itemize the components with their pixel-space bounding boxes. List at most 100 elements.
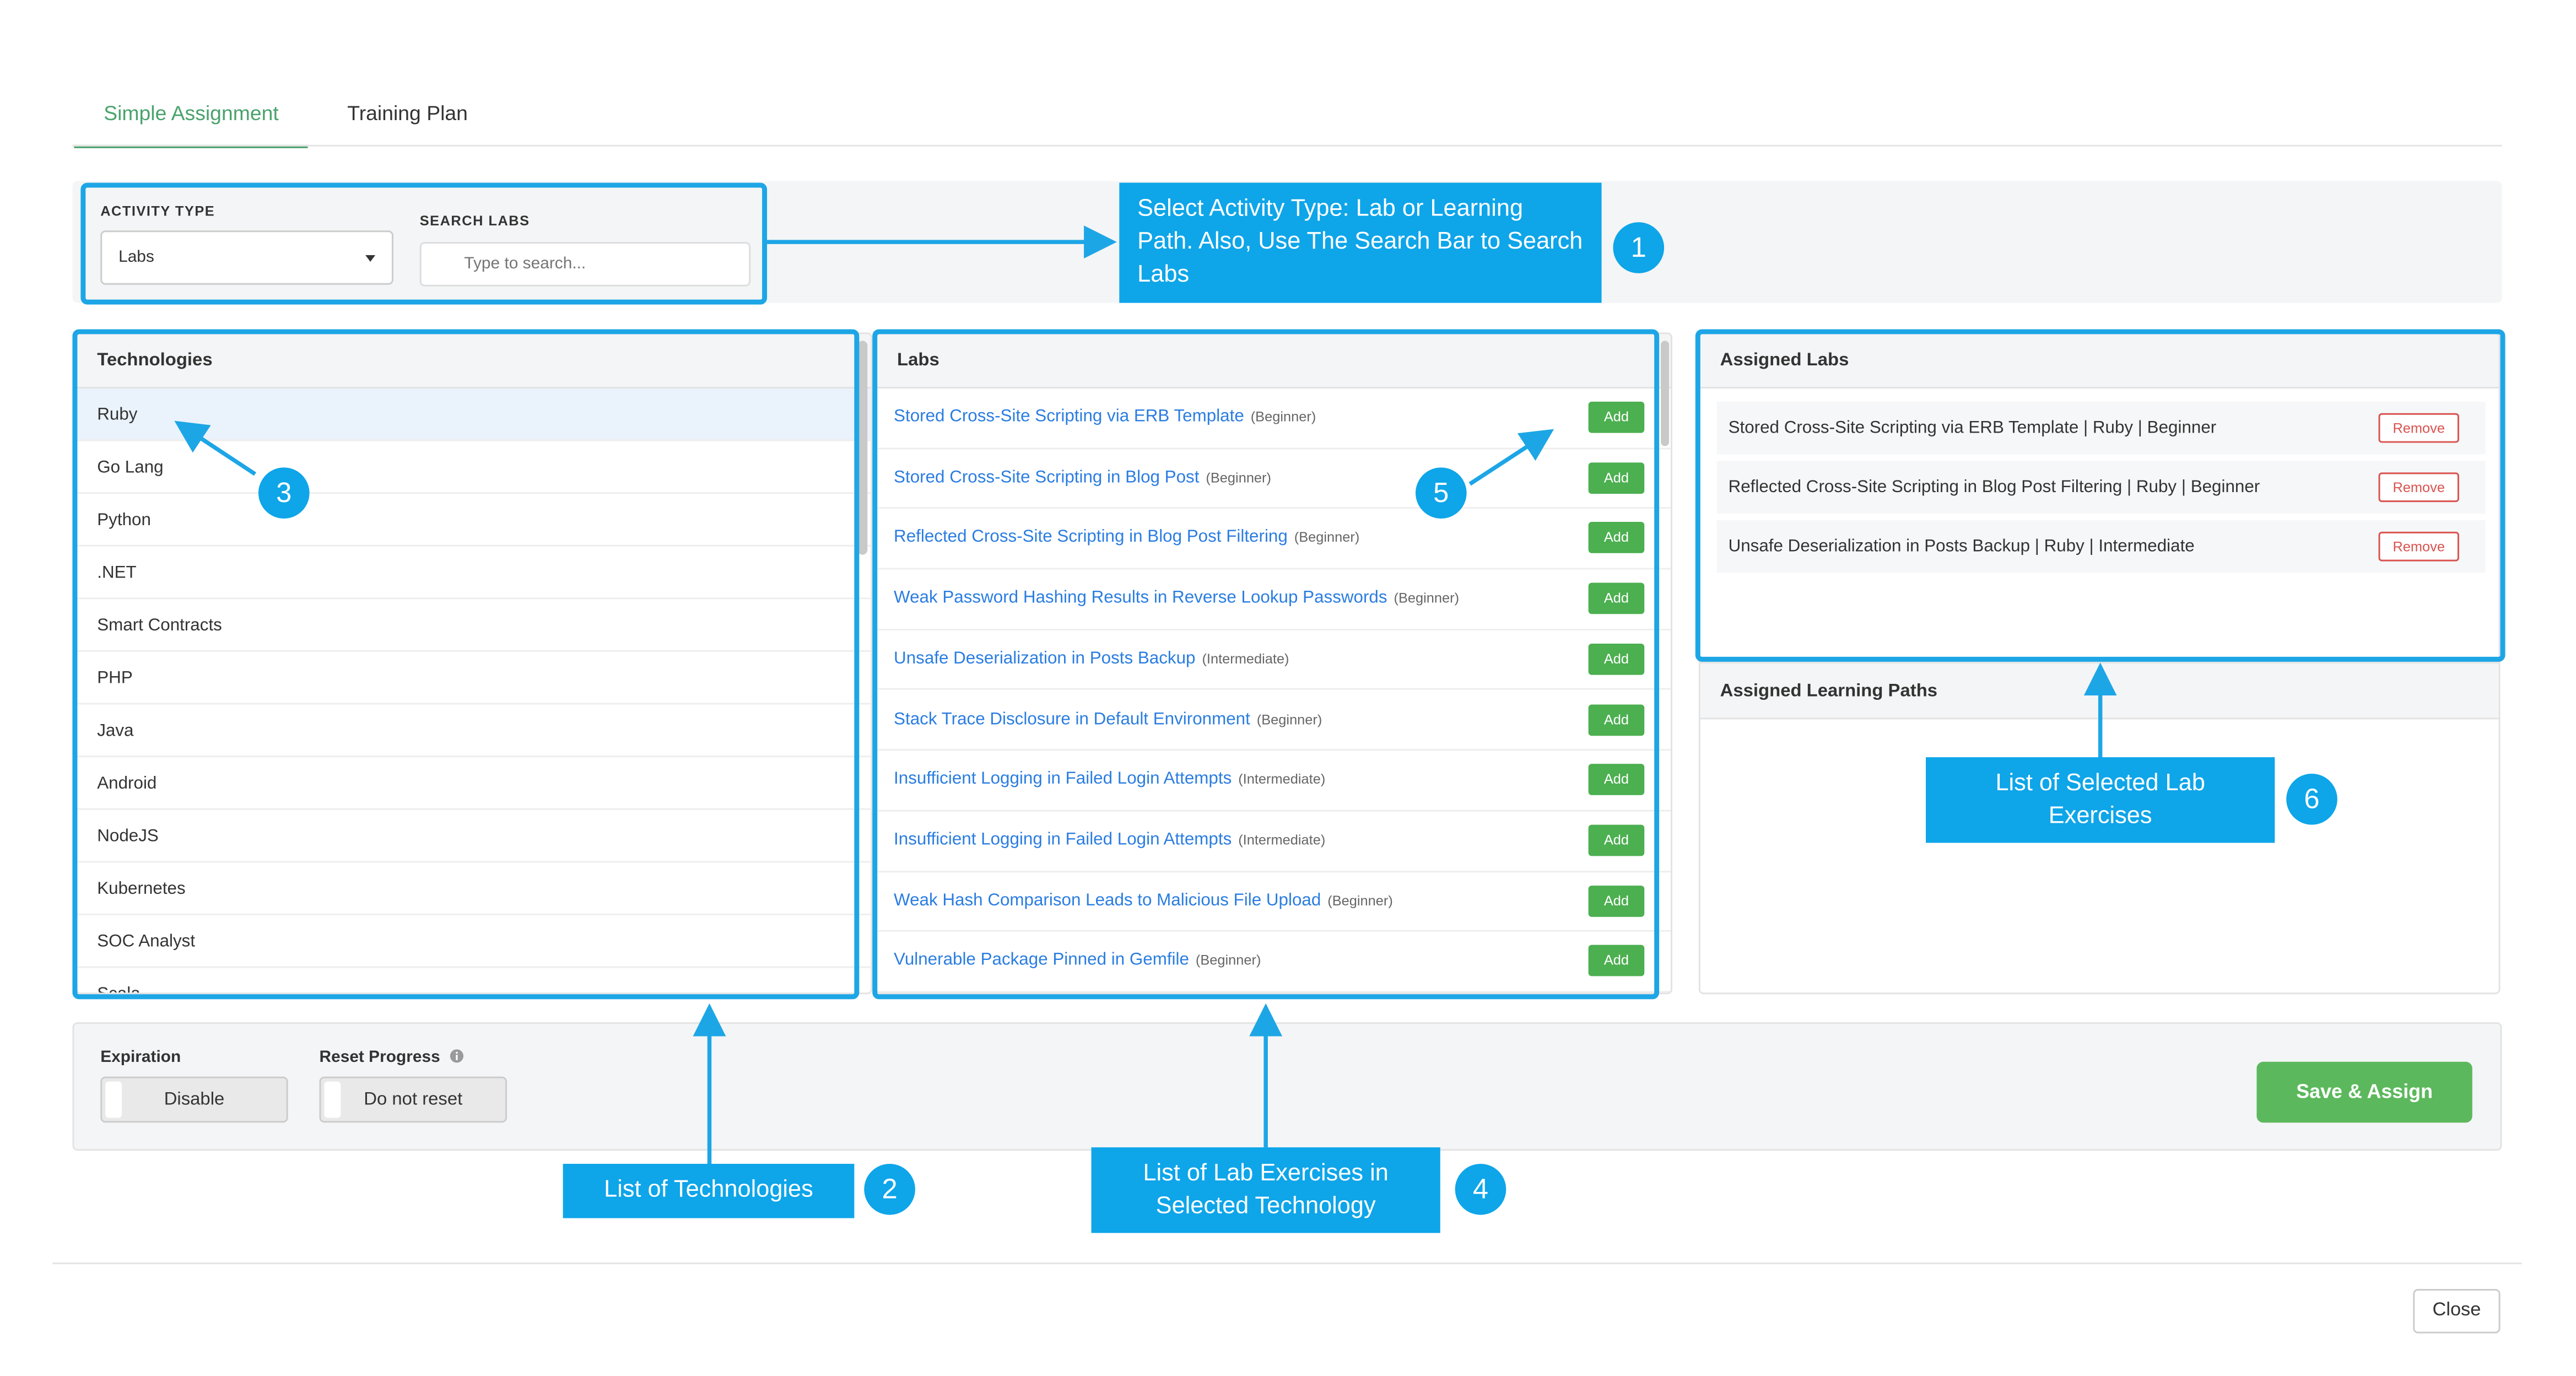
technology-item[interactable]: Go Lang [77, 441, 871, 494]
arrow-5 [1468, 429, 1554, 486]
callout-6: List of Selected Lab Exercises [1926, 757, 2275, 843]
lab-level: (Intermediate) [1238, 770, 1326, 787]
lab-link[interactable]: Reflected Cross-Site Scripting in Blog P… [894, 527, 1360, 547]
callout-1: Select Activity Type: Lab or Learning Pa… [1119, 182, 1602, 303]
add-lab-button[interactable]: Add [1588, 401, 1645, 433]
lab-level: (Beginner) [1256, 710, 1322, 727]
search-input[interactable] [419, 242, 751, 287]
annotation-number-6: 6 [2286, 773, 2337, 825]
labs-scrollbar[interactable] [1661, 341, 1670, 446]
remove-lab-button[interactable]: Remove [2378, 472, 2459, 503]
add-lab-button[interactable]: Add [1588, 824, 1645, 856]
technology-item[interactable]: Java [77, 705, 871, 758]
add-lab-button[interactable]: Add [1588, 945, 1645, 977]
tab-training-plan[interactable]: Training Plan [347, 102, 468, 126]
lab-link[interactable]: Insufficient Logging in Failed Login Att… [894, 769, 1326, 789]
expiration-toggle[interactable]: Disable [100, 1076, 288, 1123]
lab-row: Insufficient Logging in Failed Login Att… [877, 811, 1671, 872]
lab-level: (Beginner) [1394, 589, 1460, 606]
add-lab-button[interactable]: Add [1588, 522, 1645, 554]
close-button[interactable]: Close [2413, 1288, 2501, 1334]
lab-link[interactable]: Vulnerable Package Pinned in Gemfile(Beg… [894, 950, 1261, 970]
lab-row: Weak Password Hashing Results in Reverse… [877, 570, 1671, 630]
toggle-knob [324, 1081, 341, 1118]
reset-progress-label: Reset Progress [319, 1048, 440, 1067]
lab-link[interactable]: Weak Hash Comparison Leads to Malicious … [894, 889, 1393, 910]
expiration-value: Disable [164, 1089, 225, 1110]
lab-row: Stored Cross-Site Scripting in Blog Post… [877, 449, 1671, 510]
lab-row: Stack Trace Disclosure in Default Enviro… [877, 690, 1671, 751]
technologies-title: Technologies [77, 334, 871, 388]
remove-lab-button[interactable]: Remove [2378, 413, 2459, 443]
lab-row: Weak Hash Comparison Leads to Malicious … [877, 872, 1671, 932]
lab-level: (Beginner) [1294, 529, 1360, 546]
activity-type-label: ACTIVITY TYPE [100, 202, 215, 219]
tabs-divider [72, 144, 2502, 147]
arrow-3 [174, 420, 257, 476]
assigned-lab-label: Reflected Cross-Site Scripting in Blog P… [1728, 477, 2260, 498]
add-lab-button[interactable]: Add [1588, 704, 1645, 735]
lab-level: (Beginner) [1206, 468, 1271, 485]
lab-row: Insufficient Logging in Failed Login Att… [877, 751, 1671, 812]
add-lab-button[interactable]: Add [1588, 884, 1645, 916]
add-lab-button[interactable]: Add [1588, 462, 1645, 494]
technology-item[interactable]: PHP [77, 652, 871, 705]
technology-item[interactable]: .NET [77, 547, 871, 600]
lab-row: Unsafe Deserialization in Posts Backup(I… [877, 630, 1671, 691]
activity-type-select[interactable]: Labs [100, 230, 393, 285]
add-lab-button[interactable]: Add [1588, 582, 1645, 614]
annotation-number-2: 2 [864, 1163, 915, 1215]
lab-level: (Intermediate) [1238, 831, 1326, 848]
highlight-filters [80, 182, 768, 305]
lab-link[interactable]: Unsafe Deserialization in Posts Backup(I… [894, 648, 1289, 668]
lab-row: Vulnerable Package Pinned in Gemfile(Beg… [877, 932, 1671, 993]
assigned-labs-title: Assigned Labs [1700, 334, 2499, 388]
toggle-knob [105, 1081, 122, 1118]
annotation-number-1: 1 [1613, 222, 1665, 273]
add-lab-button[interactable]: Add [1588, 764, 1645, 796]
technology-item[interactable]: Python [77, 494, 871, 547]
assigned-lab-label: Stored Cross-Site Scripting via ERB Temp… [1728, 418, 2217, 438]
reset-progress-value: Do not reset [364, 1089, 463, 1110]
lab-link[interactable]: Stored Cross-Site Scripting via ERB Temp… [894, 406, 1316, 427]
technologies-scrollbar[interactable] [857, 341, 868, 555]
highlight-assigned-labs [1695, 329, 2505, 662]
expiration-label: Expiration [100, 1048, 181, 1067]
technology-item[interactable]: Android [77, 757, 871, 810]
add-lab-button[interactable]: Add [1588, 643, 1645, 675]
assigned-lab-label: Unsafe Deserialization in Posts Backup |… [1728, 536, 2195, 557]
remove-lab-button[interactable]: Remove [2378, 531, 2459, 562]
lab-link[interactable]: Insufficient Logging in Failed Login Att… [894, 829, 1326, 850]
info-icon [450, 1049, 464, 1063]
assigned-lab-item: Unsafe Deserialization in Posts Backup |… [1716, 520, 2486, 573]
lab-level: (Beginner) [1327, 891, 1393, 908]
reset-progress-toggle[interactable]: Do not reset [319, 1076, 507, 1123]
reset-progress-label-group: Reset Progress [320, 1049, 465, 1067]
labs-title: Labs [877, 334, 1671, 388]
technology-item[interactable]: SOC Analyst [77, 915, 871, 968]
callout-4: List of Lab Exercises in Selected Techno… [1091, 1147, 1440, 1233]
highlight-labs [872, 329, 1660, 1000]
annotation-number-5: 5 [1416, 467, 1467, 519]
lab-level: (Beginner) [1250, 408, 1316, 425]
technology-item[interactable]: Smart Contracts [77, 599, 871, 652]
assigned-lab-item: Stored Cross-Site Scripting via ERB Temp… [1716, 401, 2486, 455]
technology-item[interactable]: NodeJS [77, 810, 871, 863]
annotation-number-3: 3 [258, 467, 310, 519]
save-assign-button[interactable]: Save & Assign [2256, 1061, 2472, 1123]
highlight-technologies [72, 329, 860, 1000]
technology-item[interactable]: Scala [77, 968, 871, 992]
technology-item[interactable]: Kubernetes [77, 862, 871, 915]
assigned-lab-item: Reflected Cross-Site Scripting in Blog P… [1716, 461, 2486, 514]
lab-level: (Intermediate) [1202, 650, 1289, 667]
lab-link[interactable]: Stack Trace Disclosure in Default Enviro… [894, 708, 1322, 729]
lab-link[interactable]: Weak Password Hashing Results in Reverse… [894, 587, 1460, 608]
annotation-number-4: 4 [1455, 1163, 1506, 1215]
lab-link[interactable]: Stored Cross-Site Scripting in Blog Post… [894, 467, 1271, 487]
lab-row: Stored Cross-Site Scripting via ERB Temp… [877, 388, 1671, 449]
search-labs-label: SEARCH LABS [419, 212, 530, 229]
chevron-down-icon [365, 255, 376, 262]
lab-row: Reflected Cross-Site Scripting in Blog P… [877, 509, 1671, 570]
activity-type-value: Labs [118, 249, 154, 267]
